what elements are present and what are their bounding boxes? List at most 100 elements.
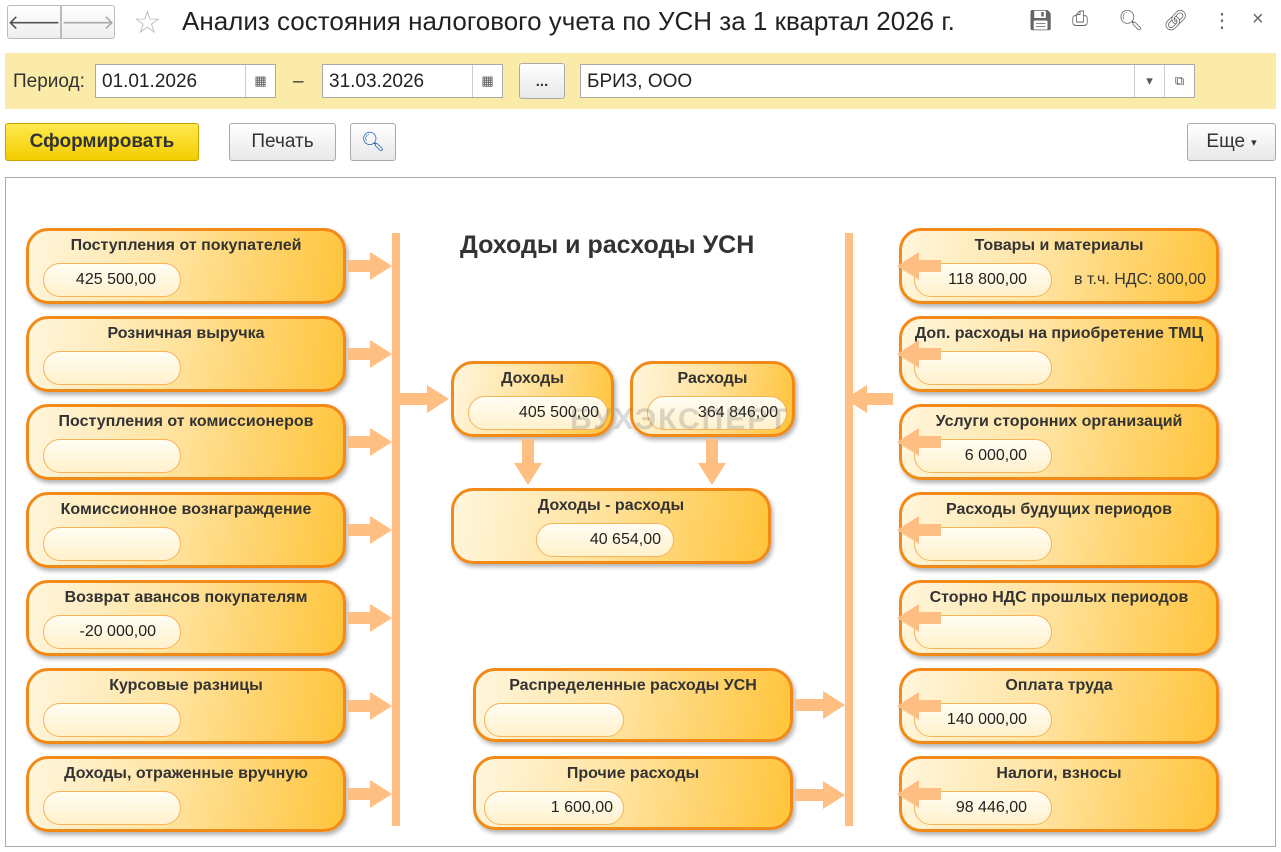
expense-item-box-value (914, 615, 1052, 649)
income-item-box-label: Розничная выручка (107, 325, 265, 342)
income-item-box-label: Поступления от покупателей (70, 237, 302, 254)
date-to-value: 31.03.2026 (329, 71, 425, 92)
expense-item-box: Доп. расходы на приобретение ТМЦ (899, 316, 1219, 392)
income-item-box: Розничная выручка (26, 316, 346, 392)
more-button[interactable]: Еще ▾ (1187, 123, 1276, 161)
expense-item-box-label: Доп. расходы на приобретение ТМЦ (914, 325, 1204, 342)
arrow-right-icon (795, 789, 823, 801)
arrow-left-icon-head (897, 604, 919, 632)
arrow-left-icon-head (897, 692, 919, 720)
arrow-right-icon (400, 393, 427, 405)
preview-icon[interactable]: 🔍︎ (1118, 10, 1144, 32)
difference-box-value: 40 654,00 (536, 523, 674, 557)
dash: – (293, 71, 304, 92)
income-item-box: Комиссионное вознаграждение (26, 492, 346, 568)
arrow-right-icon (348, 348, 370, 360)
window-title: Анализ состояния налогового учета по УСН… (182, 6, 955, 36)
arrow-right-icon-head (370, 252, 392, 280)
income-item-box-value (43, 791, 181, 825)
arrow-left-icon (919, 612, 941, 624)
expense-item-box-value (914, 351, 1052, 385)
generate-button[interactable]: Сформировать (5, 123, 199, 161)
arrow-right-icon-head (427, 385, 449, 413)
arrow-right-icon (348, 612, 370, 624)
income-item-box-value (43, 527, 181, 561)
income-item-box-label: Поступления от комиссионеров (58, 413, 314, 430)
arrow-left-icon (919, 788, 941, 800)
calendar-icon[interactable]: ▦ (245, 65, 275, 97)
more-vert-icon[interactable]: ⋮ (1212, 10, 1232, 32)
income-box-value: 405 500,00 (468, 396, 608, 430)
expense-bus-line (845, 233, 853, 826)
arrow-right-icon-head (370, 692, 392, 720)
organization-select[interactable]: БРИЗ, ООО ▾ ⧉ (580, 64, 1195, 98)
arrow-left-icon-head (897, 252, 919, 280)
vat-note: в т.ч. НДС: 800,00 (1074, 271, 1206, 288)
arrow-right-icon-head (370, 516, 392, 544)
expenses-box-value: 364 846,00 (647, 396, 787, 430)
expense-item-box: Сторно НДС прошлых периодов (899, 580, 1219, 656)
filter-panel: Период: 01.01.2026 ▦ – 31.03.2026 ▦ ... БР… (5, 53, 1276, 109)
close-icon[interactable]: × (1252, 8, 1264, 30)
arrow-left-icon (919, 524, 941, 536)
arrow-right-icon-head (370, 340, 392, 368)
link-icon[interactable]: 🔗︎ (1163, 10, 1189, 32)
period-label: Период: (13, 71, 85, 92)
arrow-down-shaft (522, 439, 534, 465)
expense-item-box: Расходы будущих периодов (899, 492, 1219, 568)
income-item-box-value (43, 703, 181, 737)
arrow-left-icon (919, 436, 941, 448)
back-button[interactable]: 🡐 (7, 5, 61, 39)
chevron-down-icon: ▾ (1251, 136, 1257, 149)
save-icon[interactable]: 💾︎ (1028, 10, 1054, 32)
difference-box: Доходы - расходы 40 654,00 (451, 488, 771, 564)
arrow-right-icon (348, 700, 370, 712)
income-item-box-value (43, 351, 181, 385)
date-from-input[interactable]: 01.01.2026 ▦ (95, 64, 276, 98)
income-item-box-label: Доходы, отраженные вручную (64, 765, 308, 782)
arrow-down-icon (698, 463, 726, 485)
magnifier-icon: 🔍︎ (360, 132, 386, 153)
arrow-right-icon-head (370, 604, 392, 632)
income-item-box-label: Возврат авансов покупателям (64, 589, 308, 606)
income-box-label: Доходы (501, 370, 564, 387)
income-item-box: Поступления от комиссионеров (26, 404, 346, 480)
favorite-star-icon[interactable]: ☆ (133, 4, 162, 40)
arrow-right-icon: 🡒 (61, 11, 115, 34)
arrow-down-shaft (706, 439, 718, 465)
select-period-button[interactable]: ... (519, 63, 565, 99)
arrow-right-icon (795, 699, 823, 711)
more-label: Еще (1206, 131, 1246, 152)
date-from-value: 01.01.2026 (102, 71, 198, 92)
income-item-box-value: -20 000,00 (43, 615, 181, 649)
difference-box-label: Доходы - расходы (537, 497, 685, 514)
arrow-right-icon-head (823, 691, 845, 719)
arrow-left-icon-head (897, 780, 919, 808)
arrow-down-icon (514, 463, 542, 485)
preview-button[interactable]: 🔍︎ (350, 123, 396, 161)
distributed-box-value (484, 703, 624, 737)
income-item-box: Доходы, отраженные вручную (26, 756, 346, 832)
calendar-icon[interactable]: ▦ (472, 65, 502, 97)
expense-item-box-label: Товары и материалы (974, 237, 1144, 254)
print-icon[interactable]: ⎙ (1072, 8, 1088, 30)
arrow-left-icon (919, 700, 941, 712)
arrow-right-icon (348, 436, 370, 448)
forward-button[interactable]: 🡒 (61, 5, 115, 39)
income-item-box-value (43, 439, 181, 473)
arrow-left-icon-head (845, 385, 867, 413)
distributed-box: Распределенные расходы УСН (473, 668, 793, 742)
income-bus-line (392, 233, 400, 826)
date-to-input[interactable]: 31.03.2026 ▦ (322, 64, 503, 98)
arrow-left-icon-head (897, 428, 919, 456)
arrow-right-icon (348, 524, 370, 536)
other-box-value: 1 600,00 (484, 791, 624, 825)
print-button[interactable]: Печать (229, 123, 336, 161)
open-icon[interactable]: ⧉ (1164, 65, 1194, 97)
chevron-down-icon[interactable]: ▾ (1134, 65, 1164, 97)
